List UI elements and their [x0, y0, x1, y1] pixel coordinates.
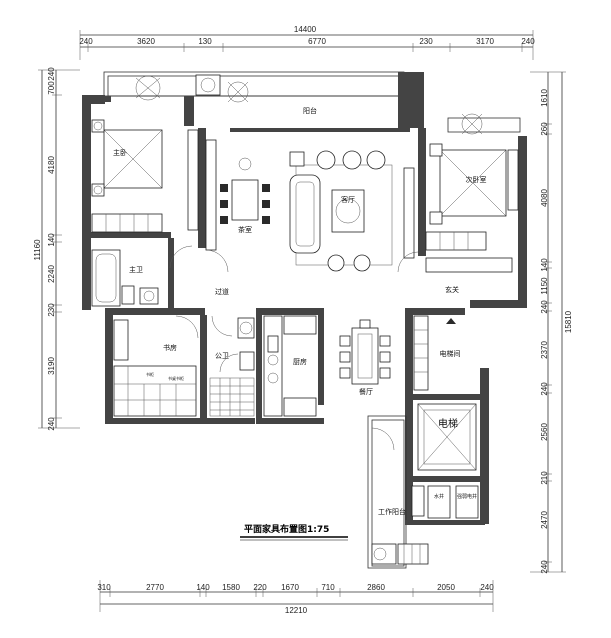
label-master-bath: 主卫	[129, 265, 143, 274]
plan-title: 平面家具布置图1:75	[244, 523, 329, 535]
kitchen-counter	[263, 315, 283, 417]
top-dim-3: 130	[198, 37, 212, 46]
label-living-room: 客厅	[341, 195, 355, 204]
right-dim-3: 4080	[540, 189, 549, 207]
label-balcony: 阳台	[303, 106, 317, 115]
coffee-table	[331, 189, 365, 233]
top-total-dim: 14400	[294, 25, 317, 34]
left-total-dim: 11160	[33, 239, 42, 261]
armchair	[366, 150, 386, 170]
label-public-bath: 公卫	[215, 352, 229, 360]
bottom-dim-8: 2860	[367, 583, 385, 592]
bottom-dim-6: 1670	[281, 583, 299, 592]
left-dim-3: 4180	[47, 156, 56, 174]
right-total-dim: 15810	[564, 310, 573, 333]
top-dim-7: 240	[521, 37, 535, 46]
right-dim-4: 140	[540, 258, 549, 272]
left-dim-6: 230	[47, 303, 56, 317]
right-dim-2: 260	[540, 122, 549, 136]
right-dim-6: 240	[540, 300, 549, 314]
tv-cabinet	[403, 167, 415, 259]
bottom-dimension-chain: 310 2770 140 1580 220 1670 710 2860 2050…	[97, 580, 494, 615]
top-dim-4: 6770	[308, 37, 326, 46]
top-dimension-chain: 14400 240 3620 130 6770 230 3170 240	[79, 25, 535, 60]
wardrobe	[425, 231, 487, 251]
bottom-dim-1: 310	[97, 583, 111, 592]
right-dim-5: 1150	[540, 277, 549, 295]
walls	[82, 71, 527, 569]
label-water-well: 水井	[434, 493, 444, 500]
label-dining: 餐厅	[359, 387, 373, 396]
armchair	[316, 150, 336, 170]
left-dim-8: 240	[47, 417, 56, 431]
label-elevator-hall: 电梯间	[440, 349, 461, 358]
washing-machine	[371, 543, 397, 565]
wardrobe	[91, 213, 163, 233]
left-dim-1: 240	[47, 67, 56, 81]
room-labels: 阳台 主卧 茶室 客厅 次卧室 主卫 过道 玄关 书房 公卫 厨房 餐厅 电梯间…	[113, 106, 487, 516]
bookshelf	[113, 365, 197, 417]
top-dim-5: 230	[419, 37, 433, 46]
bottom-dim-3: 140	[196, 583, 210, 592]
label-corridor: 过道	[215, 287, 229, 296]
top-dim-2: 3620	[137, 37, 155, 46]
right-dim-9: 2560	[540, 423, 549, 441]
bottom-dim-4: 1580	[222, 583, 240, 592]
label-master-bedroom: 主卧	[113, 148, 127, 157]
plant-icon	[227, 81, 249, 103]
top-dim-6: 3170	[476, 37, 494, 46]
right-dimension-chain: 15810 1610 260 4080 140 1150 240 2370 24…	[530, 71, 573, 574]
label-elevator: 电梯	[438, 417, 458, 430]
right-dim-7: 2370	[540, 341, 549, 359]
right-dim-1: 1610	[540, 89, 549, 107]
left-dim-2: 700	[47, 81, 56, 95]
label-service-balcony: 工作阳台	[378, 507, 406, 516]
right-dim-11: 2470	[540, 511, 549, 529]
label-study-note: 书柜	[146, 371, 154, 377]
bathtub	[91, 249, 121, 307]
label-kitchen: 厨房	[293, 357, 307, 366]
right-dim-8: 240	[540, 382, 549, 396]
left-dim-4: 140	[47, 233, 56, 247]
tea-table	[231, 179, 259, 221]
furniture	[91, 74, 519, 565]
left-dim-7: 3190	[47, 357, 56, 375]
label-tea-room: 茶室	[238, 225, 252, 234]
dining-table	[351, 327, 379, 385]
right-dim-10: 210	[540, 471, 549, 485]
washing-machine	[195, 74, 221, 96]
top-dim-1: 240	[79, 37, 93, 46]
bottom-dim-7: 710	[321, 583, 335, 592]
label-study: 书房	[163, 343, 177, 352]
bottom-total-dim: 12210	[285, 606, 308, 615]
drawing-title: 平面家具布置图1:75	[240, 523, 348, 541]
left-dimension-chain: 11160 240 700 4180 140 2240 230 3190 240	[33, 67, 80, 431]
label-power-well: 强弱电井	[457, 493, 477, 500]
plant-icon	[461, 113, 483, 135]
left-dim-5: 2240	[47, 265, 56, 283]
label-entrance: 玄关	[445, 285, 459, 294]
bottom-dim-10: 240	[480, 583, 494, 592]
sofa	[289, 174, 321, 254]
bottom-dim-9: 2050	[437, 583, 455, 592]
label-second-bedroom: 次卧室	[466, 175, 487, 184]
bottom-dim-2: 2770	[146, 583, 164, 592]
label-study-desk: 书桌书柜	[168, 375, 184, 381]
bottom-dim-5: 220	[253, 583, 267, 592]
right-dim-12: 240	[540, 560, 549, 574]
armchair	[342, 150, 362, 170]
plant-icon	[135, 75, 161, 101]
